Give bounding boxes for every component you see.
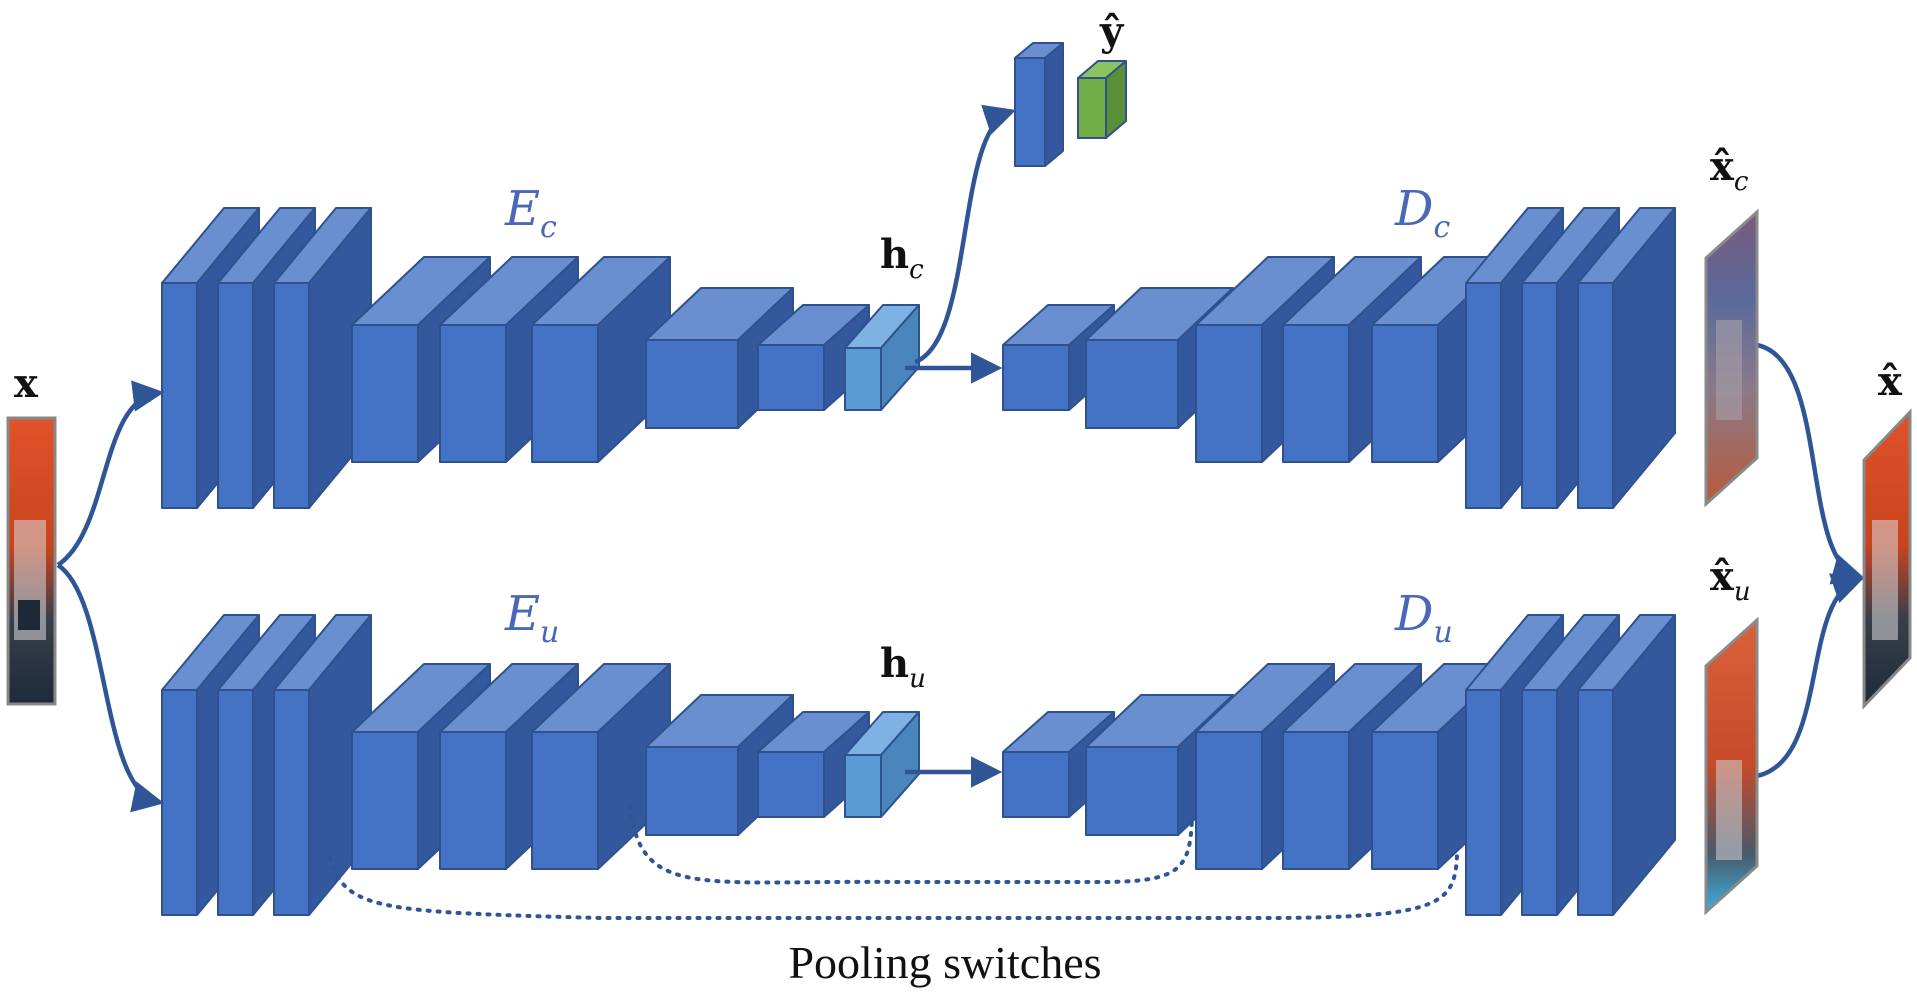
pooling-switch-connectors (328, 803, 1459, 920)
classifier-fc-block (1014, 42, 1064, 167)
classifier-branch-code-front (844, 347, 882, 411)
unsupervised-branch-dec-layer-7-front (1521, 689, 1558, 916)
classifier-branch-layer-5-front (439, 324, 507, 463)
encoder-u-label: Eu (504, 586, 559, 650)
unsupervised-branch-layer-7-front (645, 746, 739, 836)
recon-u-image (1704, 616, 1759, 916)
decoder-c-symbol: D (1394, 181, 1433, 237)
code-u-label: hu (880, 640, 926, 694)
decoder-u-symbol: D (1394, 586, 1433, 642)
decoder-u-subscript: u (1433, 615, 1452, 650)
decoder-u-label: Du (1394, 586, 1453, 650)
recon-u-subscript: u (1734, 577, 1751, 607)
unsupervised-branch-dec-layer-8 (1577, 614, 1676, 916)
pooling-switch-outer (328, 853, 1459, 920)
classifier-branch-dec-layer-3-front (1195, 324, 1263, 463)
recon-c-symbol: x̂ (1710, 143, 1735, 190)
classifier-branch-layer-4-front (351, 324, 419, 463)
unsupervised-branch-layer-2-front (217, 689, 254, 916)
classifier-branch-dec-layer-1-front (1002, 344, 1070, 411)
unsupervised-branch-layer-4-front (351, 731, 419, 870)
encoder-u-subscript: u (540, 615, 559, 650)
classifier-fc-block-front (1014, 57, 1046, 167)
encoder-c-symbol: E (504, 181, 540, 237)
arrow-recon-u-to-output (1756, 573, 1864, 779)
car-reconstruction-image (1716, 760, 1742, 860)
input-label: x (14, 360, 39, 407)
car-output-image (1872, 520, 1898, 640)
decoder-c-label: Dc (1394, 181, 1450, 245)
arrow-hc-to-classifier (914, 104, 1016, 365)
code-c-subscript: c (909, 255, 924, 285)
unsupervised-branch-code-front (844, 754, 882, 818)
recon-c-image (1704, 208, 1759, 508)
input-image (6, 416, 57, 706)
classifier-branch-dec-layer-8-front (1577, 282, 1614, 509)
arrow-input-to-encoder-c (56, 380, 165, 567)
prediction-block (1077, 60, 1127, 139)
classifier-branch-dec-layer-5-front (1371, 324, 1439, 463)
classifier-branch-dec-layer-2-front (1085, 339, 1179, 429)
arrow-recon-c-to-output (1756, 342, 1865, 585)
classifier-branch-layer-1-front (161, 282, 198, 509)
classifier-branch-dec-layer-7-front (1521, 282, 1558, 509)
decoder-c-subscript: c (1433, 210, 1450, 245)
unsupervised-branch-dec-layer-2 (1085, 694, 1234, 836)
classifier-branch-layer-2-front (217, 282, 254, 509)
encoder-c-label: Ec (504, 181, 557, 245)
pooling-switches-label: Pooling switches (788, 937, 1101, 988)
unsupervised-branch-dec-layer-3-front (1195, 731, 1263, 870)
classifier-branch-layer-3-front (273, 282, 310, 509)
output-label: x̂ (1878, 358, 1903, 405)
classifier-fc-block-side (1044, 42, 1064, 167)
arrow-input-to-encoder-u (56, 563, 165, 813)
unsupervised-branch-layer-6-front (531, 731, 599, 870)
recon-c-subscript: c (1734, 167, 1749, 197)
code-c-symbol: h (880, 231, 909, 278)
code-u-subscript: u (909, 664, 926, 694)
encoder-u-symbol: E (504, 586, 540, 642)
classifier-branch-dec-layer-4-front (1282, 324, 1350, 463)
recon-u-symbol: x̂ (1710, 553, 1735, 600)
pooling-switch-inner (628, 803, 1194, 885)
unsupervised-branch-layer-1-front (161, 689, 198, 916)
prediction-block-front (1077, 77, 1107, 139)
unsupervised-branch-dec-layer-8-front (1577, 689, 1614, 916)
unsupervised-branch-layer-3-front (273, 689, 310, 916)
unsupervised-branch-layer-5-front (439, 731, 507, 870)
classifier-branch-code (844, 304, 920, 411)
prediction-label: ŷ (1099, 8, 1125, 55)
classifier-branch-layer-7-front (645, 339, 739, 429)
code-u-symbol: h (880, 640, 909, 687)
output-image (1862, 408, 1912, 710)
unsupervised-branch-dec-layer-1-front (1002, 751, 1070, 818)
layer-blocks (161, 42, 1676, 916)
unsupervised-branch-dec-layer-4-front (1282, 731, 1350, 870)
blurry-car-reconstruction-image (1716, 320, 1742, 420)
classifier-branch-dec-layer-8 (1577, 207, 1676, 509)
unsupervised-branch-dec-layer-6-front (1465, 689, 1502, 916)
classifier-branch-layer-6-front (531, 324, 599, 463)
code-c-label: hc (880, 231, 924, 285)
arrows (56, 104, 1865, 813)
classifier-branch-layer-8-front (757, 344, 825, 411)
unsupervised-branch-dec-layer-5-front (1371, 731, 1439, 870)
unsupervised-branch-layer-7 (645, 694, 794, 836)
recon-c-label: x̂c (1710, 143, 1749, 197)
unsupervised-branch-layer-8-front (757, 751, 825, 818)
recon-u-label: x̂u (1710, 553, 1751, 607)
classifier-branch-dec-layer-6-front (1465, 282, 1502, 509)
encoder-c-subscript: c (540, 210, 557, 245)
unsupervised-branch-dec-layer-2-front (1085, 746, 1179, 836)
